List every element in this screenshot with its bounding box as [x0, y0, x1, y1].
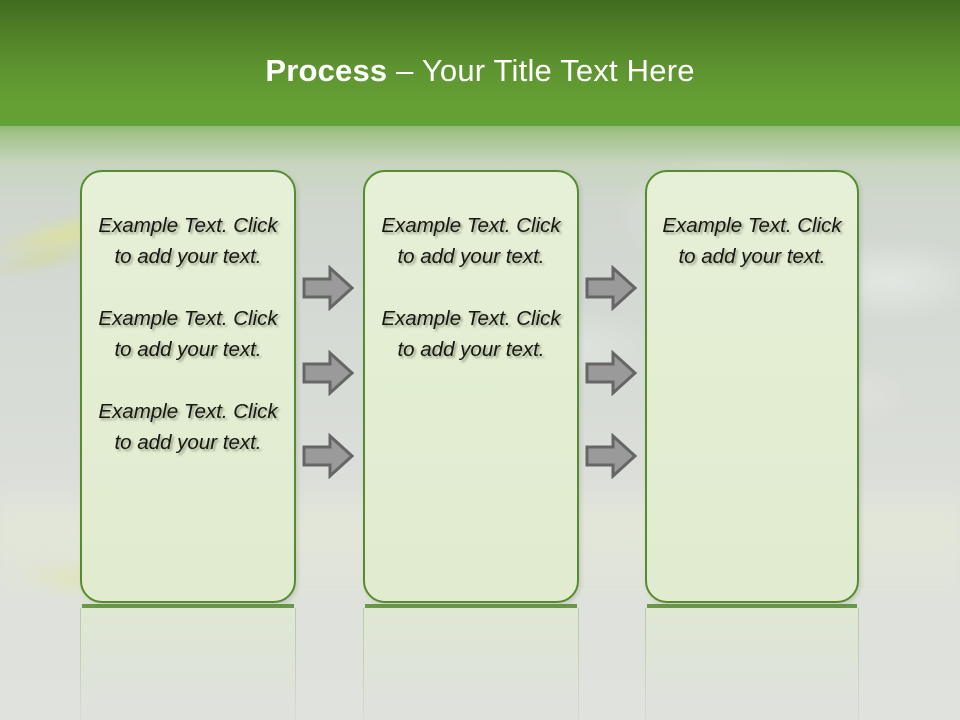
process-box-1-paragraph-1: Example Text. Click to add your text.	[98, 214, 278, 268]
page-title-rest: – Your Title Text Here	[387, 53, 695, 88]
box-1-reflection	[80, 608, 296, 720]
page-title-strong: Process	[265, 53, 388, 88]
process-box-2[interactable]: Example Text. Click to add your text. Ex…	[363, 170, 579, 603]
process-box-1-paragraph-2: Example Text. Click to add your text.	[98, 307, 278, 361]
right-arrow-icon[interactable]	[302, 350, 354, 396]
box-1-reflection-edge	[82, 604, 294, 608]
process-box-3[interactable]: Example Text. Click to add your text.	[645, 170, 859, 603]
box-3-reflection-edge	[647, 604, 857, 608]
right-arrow-icon[interactable]	[585, 265, 637, 311]
process-box-2-paragraph-1: Example Text. Click to add your text.	[381, 214, 561, 268]
title-banner	[0, 0, 960, 126]
right-arrow-icon[interactable]	[585, 350, 637, 396]
process-box-3-paragraph-1: Example Text. Click to add your text.	[662, 214, 842, 268]
page-title: Process – Your Title Text Here	[0, 52, 960, 90]
right-arrow-icon[interactable]	[302, 265, 354, 311]
box-2-reflection	[363, 608, 579, 720]
process-box-1-text[interactable]: Example Text. Click to add your text. Ex…	[92, 210, 284, 458]
process-box-3-text[interactable]: Example Text. Click to add your text.	[657, 210, 847, 272]
process-box-1[interactable]: Example Text. Click to add your text. Ex…	[80, 170, 296, 603]
right-arrow-icon[interactable]	[585, 433, 637, 479]
process-box-2-text[interactable]: Example Text. Click to add your text. Ex…	[375, 210, 567, 365]
right-arrow-icon[interactable]	[302, 433, 354, 479]
box-3-reflection	[645, 608, 859, 720]
process-box-1-paragraph-3: Example Text. Click to add your text.	[98, 400, 278, 454]
process-box-2-paragraph-2: Example Text. Click to add your text.	[381, 307, 561, 361]
box-2-reflection-edge	[365, 604, 577, 608]
